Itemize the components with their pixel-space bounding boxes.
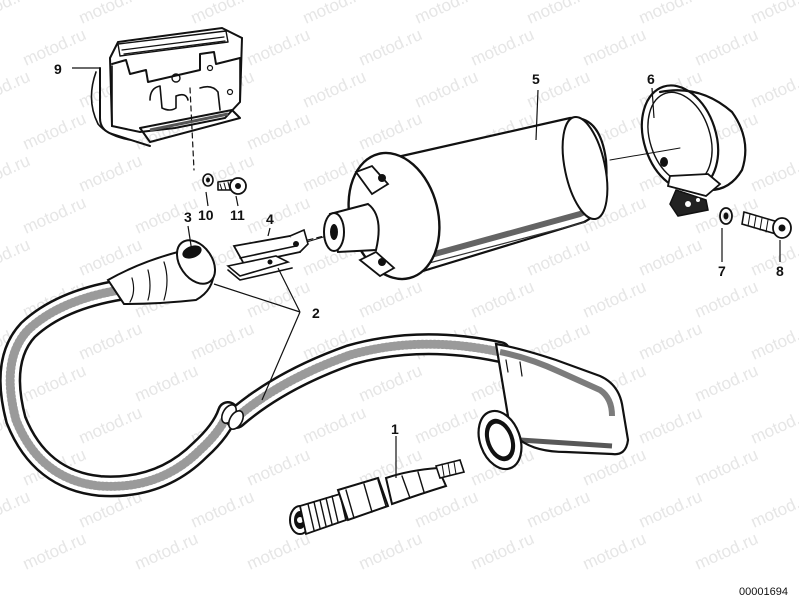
watermark-text: motod.ru <box>20 361 89 406</box>
watermark-text: motod.ru <box>132 361 201 406</box>
watermark-text: motod.ru <box>356 109 425 154</box>
callout-3: 3 <box>184 209 192 225</box>
callout-1: 1 <box>391 421 399 437</box>
callouts: 1 2 3 4 5 6 7 8 9 10 11 <box>54 61 784 437</box>
watermark-text: motod.ru <box>692 25 761 70</box>
watermark-text: motod.ru <box>20 193 89 238</box>
watermark-text: motod.ru <box>636 403 705 448</box>
watermark-text: motod.ru <box>748 67 799 112</box>
watermark-text: motod.ru <box>76 151 145 196</box>
part-4-clip <box>232 228 325 266</box>
callout-7: 7 <box>718 263 726 279</box>
watermark-text: motod.ru <box>188 319 257 364</box>
callout-2: 2 <box>312 305 320 321</box>
part-7-washer <box>719 207 733 225</box>
part-5-ignition-coil <box>299 115 681 281</box>
part-10-washer <box>202 173 214 187</box>
part-1-spark-plug <box>289 459 466 536</box>
watermark-text: motod.ru <box>76 319 145 364</box>
watermark-text: motod.ru <box>580 25 649 70</box>
watermark-text: motod.ru <box>356 361 425 406</box>
watermark-text: motod.ru <box>692 277 761 322</box>
watermark-text: motod.ru <box>580 277 649 322</box>
watermark-text: motod.ru <box>356 25 425 70</box>
callout-5: 5 <box>532 71 540 87</box>
watermark-text: motod.ru <box>748 403 799 448</box>
watermark-text: motod.ru <box>356 529 425 574</box>
watermark-text: motod.ru <box>468 529 537 574</box>
watermark-text: motod.ru <box>692 361 761 406</box>
watermark-text: motod.ru <box>244 109 313 154</box>
watermark-text: motod.ru <box>188 0 257 28</box>
watermark-text: motod.ru <box>0 0 33 28</box>
watermark-text: motod.ru <box>20 109 89 154</box>
watermark-text: motod.ru <box>244 25 313 70</box>
watermark-text: motod.ru <box>748 235 799 280</box>
watermark-text: motod.ru <box>0 151 33 196</box>
watermark-text: motod.ru <box>636 319 705 364</box>
watermark-text: motod.ru <box>524 487 593 532</box>
watermark-text: motod.ru <box>244 445 313 490</box>
watermark-text: motod.ru <box>580 529 649 574</box>
callout-8: 8 <box>776 263 784 279</box>
watermark-text: motod.ru <box>748 0 799 28</box>
part-6-coil-clamp <box>640 84 747 217</box>
watermark-text: motod.ru <box>76 0 145 28</box>
watermark-text: motod.ru <box>636 487 705 532</box>
watermark-text: motod.ru <box>748 487 799 532</box>
watermark-text: motod.ru <box>300 403 369 448</box>
watermark-text: motod.ru <box>188 487 257 532</box>
watermark-text: motod.ru <box>300 67 369 112</box>
watermark-text: motod.ru <box>76 403 145 448</box>
watermark-text: motod.ru <box>244 529 313 574</box>
watermark-text: motod.ru <box>748 151 799 196</box>
callout-10: 10 <box>198 207 214 223</box>
watermark-text: motod.ru <box>468 25 537 70</box>
callout-4: 4 <box>266 211 274 227</box>
callout-11: 11 <box>230 207 245 223</box>
watermark-text: motod.ru <box>188 151 257 196</box>
callout-9: 9 <box>54 61 62 77</box>
part-8-bolt <box>741 210 792 239</box>
watermark-text: motod.ru <box>20 529 89 574</box>
watermark-text: motod.ru <box>356 277 425 322</box>
watermark-text: motod.ru <box>412 0 481 28</box>
part-11-screw <box>217 177 247 195</box>
part-9-control-unit <box>90 26 244 171</box>
watermark-text: motod.ru <box>132 529 201 574</box>
watermark-text: motod.ru <box>468 277 537 322</box>
watermark-text: motod.ru <box>748 319 799 364</box>
watermark-text: motod.ru <box>636 0 705 28</box>
watermark-text: motod.ru <box>692 529 761 574</box>
watermark-text: motod.ru <box>412 403 481 448</box>
leader-lines <box>72 67 781 478</box>
part-3-ignition-lead <box>0 239 630 498</box>
watermark-text: motod.ru <box>412 67 481 112</box>
watermark-text: motod.ru <box>692 445 761 490</box>
part-2-clip <box>226 255 293 281</box>
watermark-text: motod.ru <box>300 0 369 28</box>
watermark-text: motod.ru <box>0 67 33 112</box>
watermark-text: motod.ru <box>244 277 313 322</box>
watermark-text: motod.ru <box>0 487 33 532</box>
document-number: 00001694 <box>739 586 788 598</box>
watermark-text: motod.ru <box>636 235 705 280</box>
watermark-text: motod.ru <box>524 0 593 28</box>
watermark-text: motod.ru <box>524 235 593 280</box>
callout-6: 6 <box>647 71 655 87</box>
watermark-text: motod.ru <box>0 235 33 280</box>
